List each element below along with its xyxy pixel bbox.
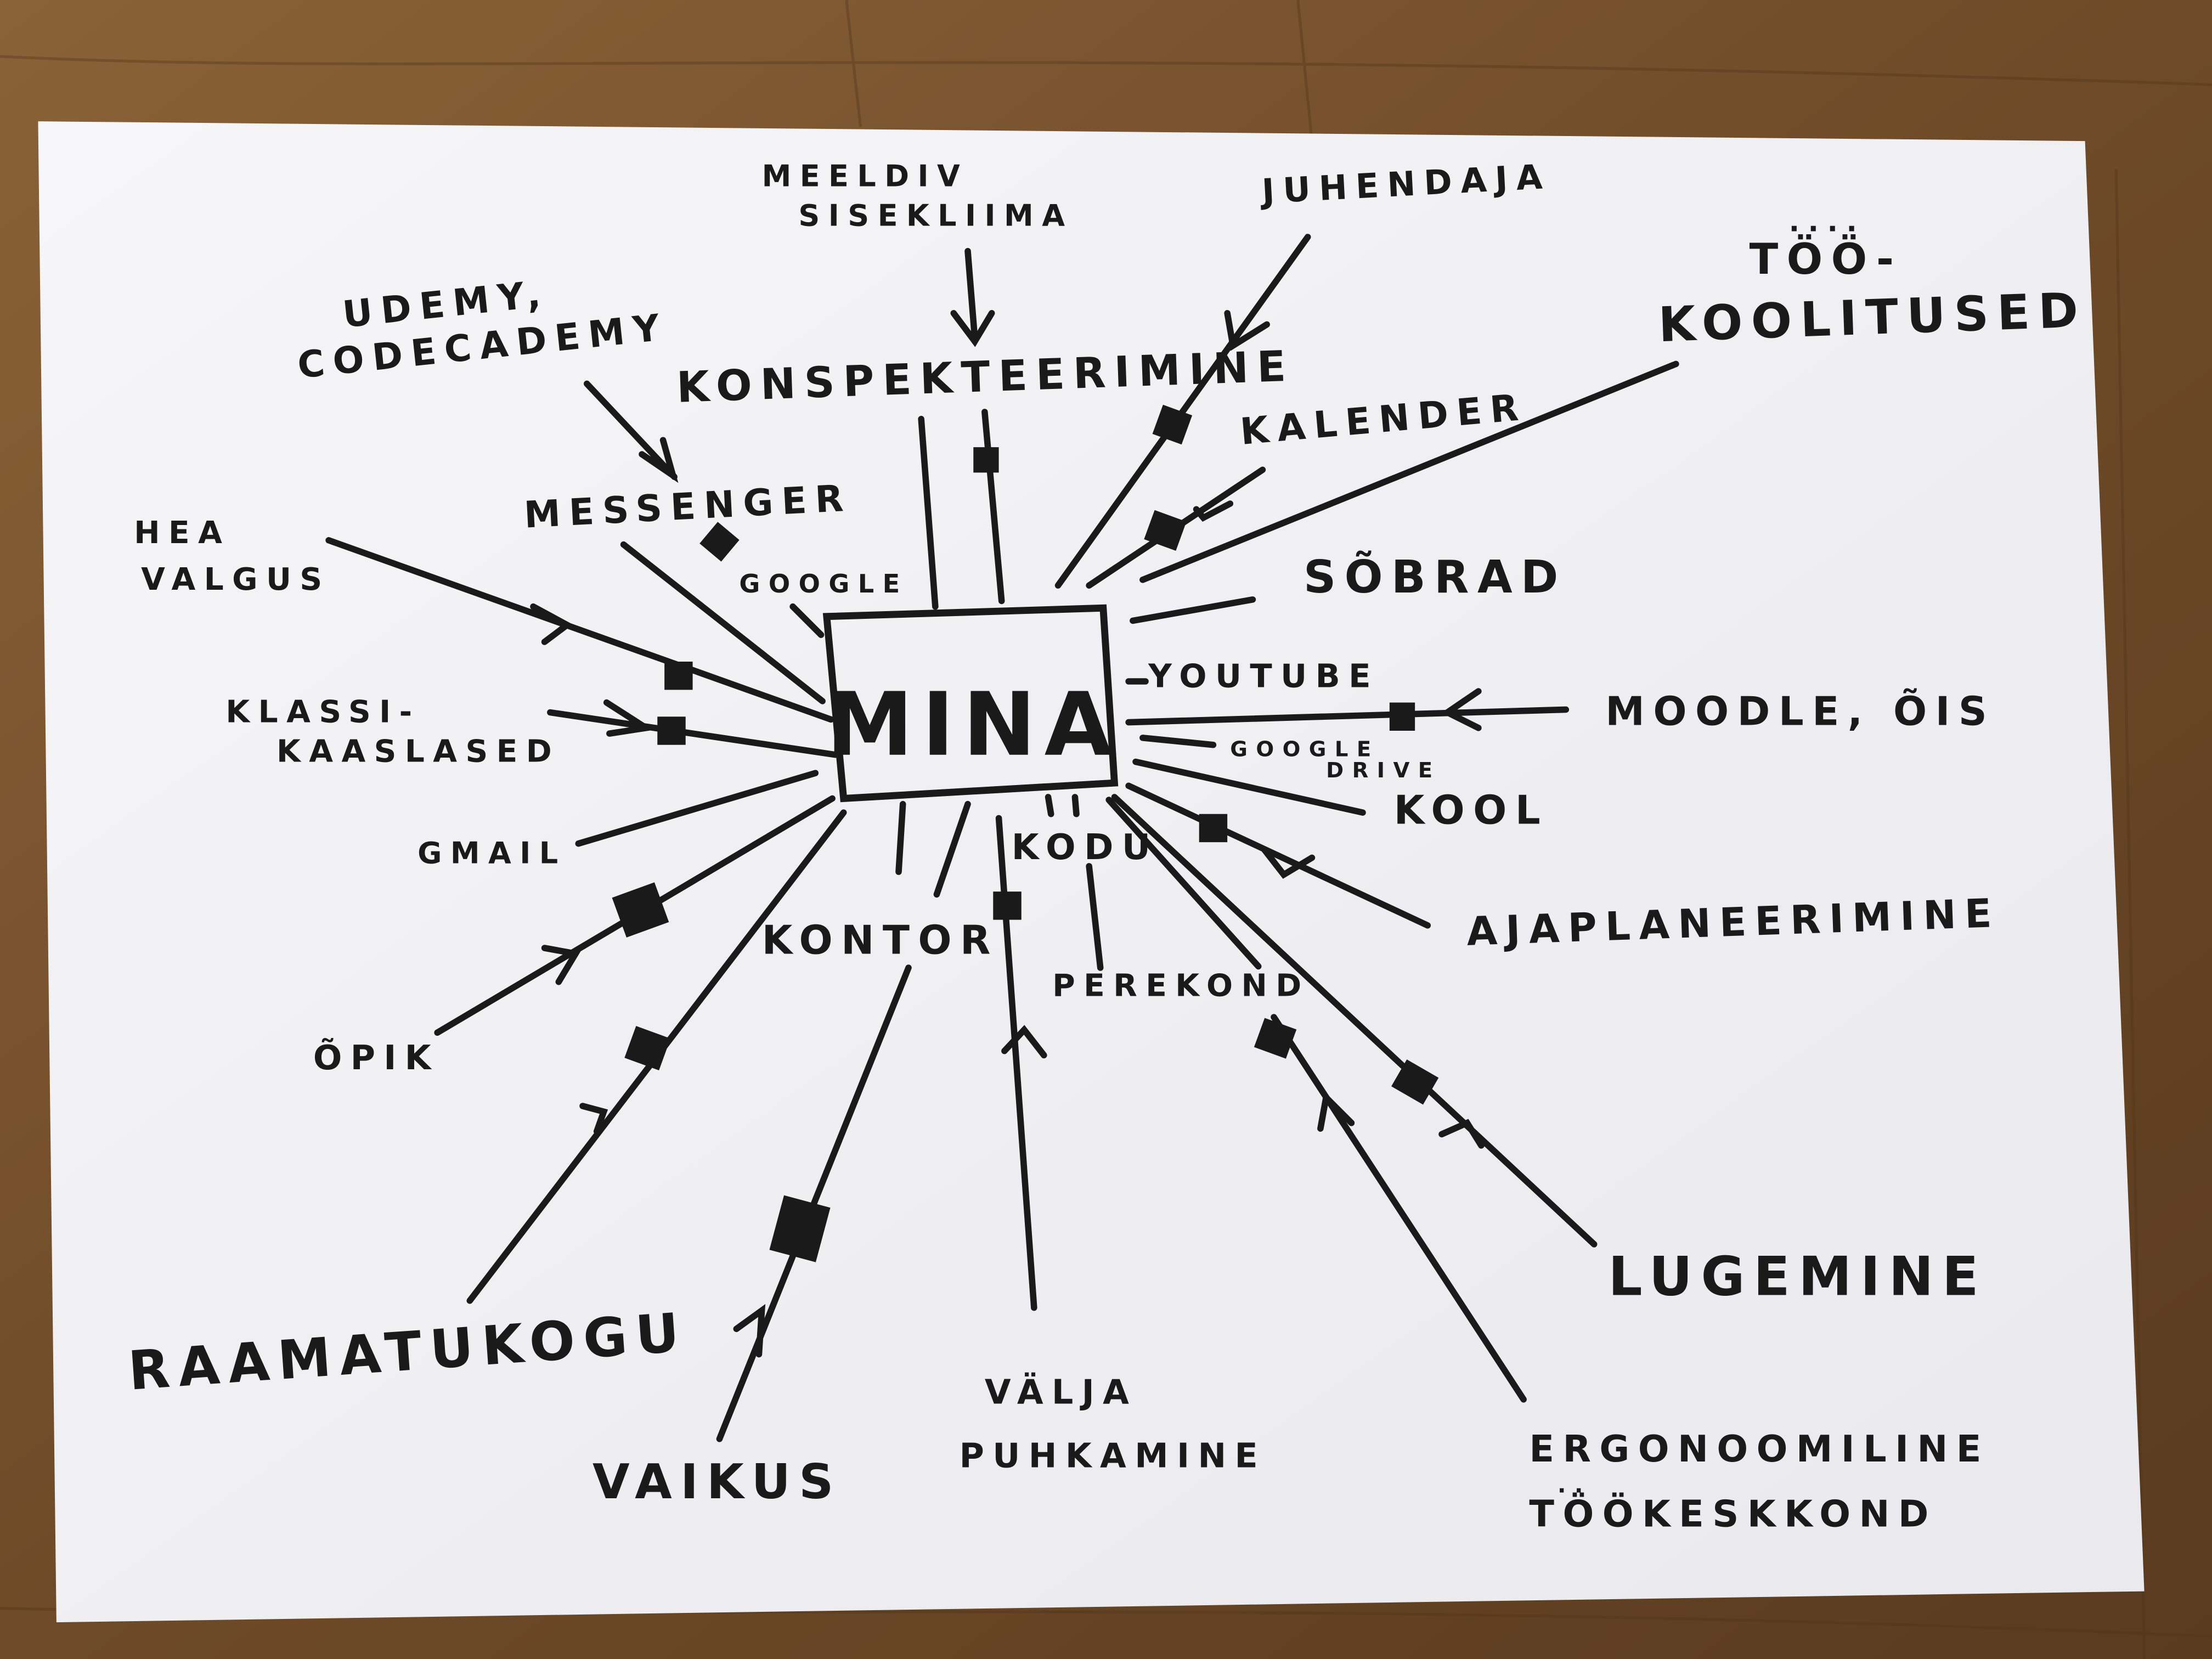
label-lugemine: LUGEMINE <box>1608 1246 1987 1308</box>
label-sobrad: SÕBRAD <box>1304 550 1567 603</box>
label-hea: HEA <box>134 515 230 551</box>
label-google: GOOGLE <box>739 569 908 599</box>
label-valgus: VALGUS <box>141 561 330 597</box>
label-google-drive-1: GOOGLE <box>1230 737 1379 761</box>
label-opik: ÕPIK <box>313 1037 439 1077</box>
label-moodle: MOODLE, ÕIS <box>1605 689 1995 735</box>
label-meeldiv: MEELDIV <box>762 159 969 193</box>
label-sisekliima: SISEKLIIMA <box>798 198 1073 233</box>
label-klassi: KLASSI- <box>225 694 420 730</box>
center-box: MINA <box>822 604 1120 803</box>
label-tookeskkond: TÖÖKESKKOND <box>1529 1492 1937 1535</box>
label-kaaslased: KAASLASED <box>276 733 560 770</box>
label-perekond: PEREKOND <box>1052 967 1310 1003</box>
label-ergonoomiline: ERGONOOMILINE <box>1529 1427 1989 1470</box>
square-markers <box>612 404 1439 1262</box>
label-youtube: YOUTUBE <box>1148 657 1379 695</box>
label-puhkamine: PUHKAMINE <box>960 1436 1267 1475</box>
label-vaikus: VAIKUS <box>592 1454 842 1510</box>
label-kool: KOOL <box>1394 787 1549 833</box>
label-kodu: KODU <box>1012 827 1159 868</box>
label-too: TÖÖ- <box>1750 234 1903 284</box>
label-google-drive-2: DRIVE <box>1326 758 1441 783</box>
label-gmail: GMAIL <box>417 836 566 871</box>
label-kontor: KONTOR <box>762 917 999 963</box>
label-valja: VÄLJA <box>985 1372 1138 1412</box>
arrowheads <box>530 310 1485 1358</box>
label-too-dots: .... <box>1789 206 1866 239</box>
center-label: MINA <box>826 674 1120 776</box>
label-tookeskkond-dots: .. <box>1558 1472 1592 1498</box>
